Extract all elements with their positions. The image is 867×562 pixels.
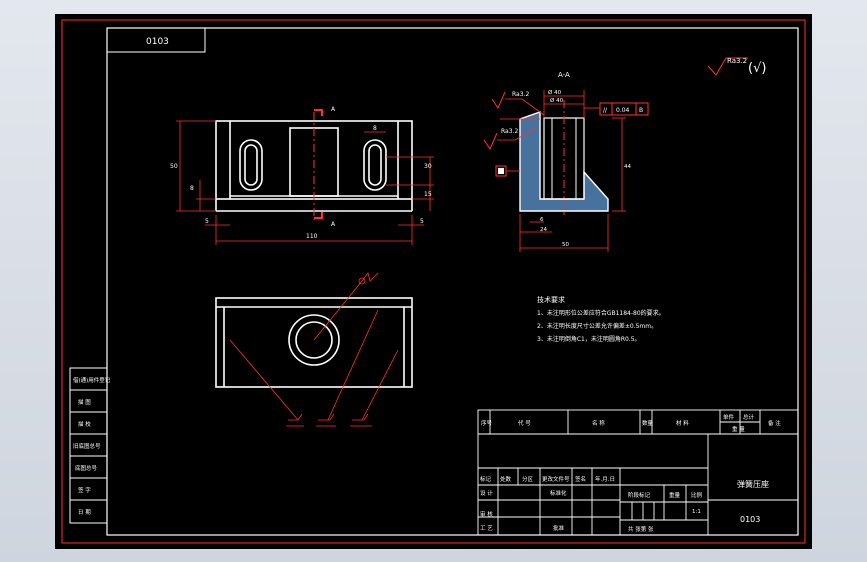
tb-header-qty: 数量	[642, 419, 654, 427]
tb-sheets: 共 张第 张	[628, 525, 654, 533]
side-label-2: 描 图	[78, 398, 91, 406]
tb-part-name: 弹簧压座	[737, 479, 769, 489]
side-label-5: 底图总号	[75, 464, 98, 472]
tb-weight: 重量	[669, 491, 681, 499]
tb-row-count: 处数	[500, 475, 512, 483]
section-marker-bottom: A	[331, 221, 336, 228]
dim-bottom-b: 24	[540, 227, 547, 233]
roughness-other: (√)	[748, 61, 766, 76]
outer-border	[61, 19, 806, 544]
top-view-leaders	[229, 272, 399, 427]
dim-slot-width: 8	[373, 125, 377, 132]
tb-header-total: 总计	[743, 413, 755, 421]
dim-section-height: 44	[624, 164, 631, 170]
surface-mark-2: Ra3.2	[483, 128, 518, 151]
dim-bottom-c: 50	[562, 242, 569, 248]
tb-row-sign: 签名	[575, 475, 586, 483]
tolerance-frame: // 0.04 B	[599, 102, 649, 116]
tb-design: 设 计	[480, 489, 493, 497]
front-view-dimensions	[176, 120, 434, 245]
tb-ratio: 比例	[691, 491, 703, 499]
roughness-value: Ra3.2	[727, 57, 747, 65]
tb-header-material: 材 料	[676, 419, 689, 427]
tb-stage-mark: 阶段标记	[628, 491, 651, 499]
side-label-7: 日 期	[78, 509, 91, 516]
tb-row-date: 年.月.日	[595, 475, 615, 483]
tb-scale: 1:1	[692, 509, 701, 515]
front-view-section-line: A A	[313, 106, 336, 228]
side-label-table	[69, 367, 108, 524]
dim-height: 50	[170, 163, 178, 170]
tech-note-3: 3、未注明倒角C1，未注明圆角R0.5。	[537, 335, 641, 343]
tb-header-name: 名 称	[592, 419, 605, 427]
tb-craft: 工 艺	[480, 525, 493, 532]
tech-note-1: 1、未注明形位公差应符合GB1184-80的要求。	[537, 309, 665, 317]
tb-header-index: 序号	[481, 419, 493, 427]
dim-bottom-a: 6	[540, 217, 544, 223]
tb-drawing-code: 0103	[740, 515, 760, 524]
number-tag: 0103	[146, 37, 169, 47]
dim-edge-right: 5	[420, 218, 424, 225]
tb-header-remark: 备 注	[768, 419, 781, 427]
tolerance-value: 0.04	[616, 107, 630, 114]
section-title: A-A	[558, 71, 570, 79]
dim-overall: 110	[306, 233, 318, 240]
dim-slot-len: 30	[424, 163, 432, 170]
datum-box	[495, 165, 507, 177]
tolerance-symbol: //	[603, 107, 608, 114]
side-label-4: 旧底图总号	[73, 442, 101, 450]
tech-title: 技术要求	[537, 295, 565, 304]
tb-review: 审 核	[480, 510, 493, 518]
section-view-dimensions	[497, 90, 626, 252]
dim-step: 8	[190, 185, 194, 192]
tb-header-unit: 单件	[723, 413, 735, 421]
surface-mark-1: Ra3.2	[491, 91, 529, 110]
section-view	[519, 100, 609, 215]
tech-notes: 技术要求 1、未注明形位公差应符合GB1184-80的要求。 2、未注明长度尺寸…	[537, 295, 665, 343]
dim-edge-left: 5	[205, 218, 209, 225]
roughness-symbol: Ra3.2 (√)	[707, 57, 766, 76]
side-label-3: 描 校	[78, 420, 91, 428]
tb-approve: 批准	[553, 524, 565, 532]
dim-dia-top: Ø 40	[548, 89, 562, 96]
tech-note-2: 2、未注明长度尺寸公差允许偏差±0.5mm。	[537, 322, 657, 330]
tb-row-zone: 分区	[522, 475, 534, 483]
tolerance-datum: B	[639, 107, 643, 114]
surface-mark-1-label: Ra3.2	[512, 91, 529, 98]
tb-standard: 标准化	[550, 489, 567, 497]
section-marker-top: A	[331, 106, 336, 113]
top-view	[215, 297, 413, 388]
number-tag-box	[106, 27, 206, 53]
title-block	[477, 409, 799, 536]
tb-weight-label: 重 量	[732, 425, 745, 433]
side-label-1: 借(通)用件登记	[73, 376, 111, 384]
tb-row-change: 更改文件号	[542, 475, 570, 483]
surface-mark-2-label: Ra3.2	[501, 128, 518, 135]
dim-dia-inner: Ø 40	[550, 97, 564, 104]
drawing-sheet	[55, 14, 812, 549]
side-label-6: 签 字	[78, 486, 91, 494]
tb-row-mark: 标记	[480, 475, 492, 483]
tb-header-code: 代 号	[518, 419, 531, 427]
inner-border	[106, 27, 799, 536]
dim-base: 15	[424, 191, 432, 198]
